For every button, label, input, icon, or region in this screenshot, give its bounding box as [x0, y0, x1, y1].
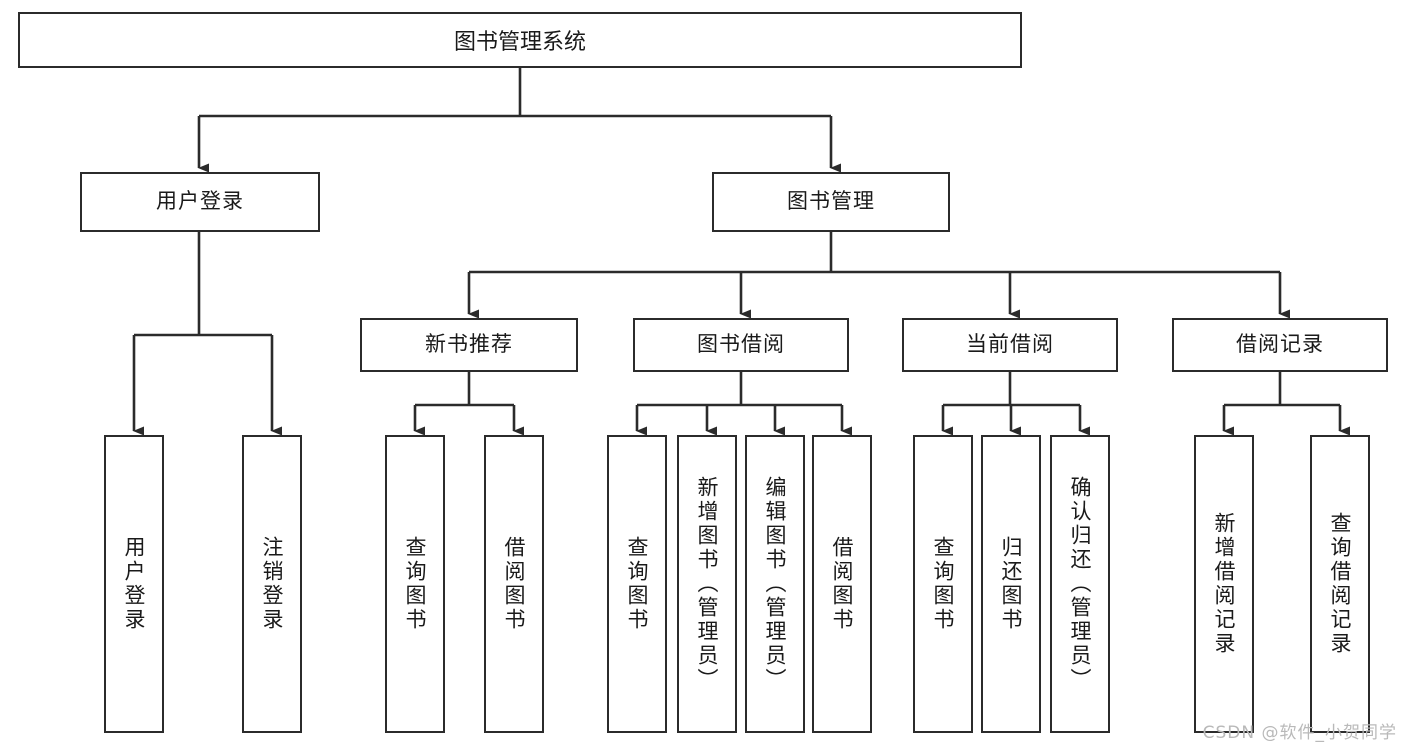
leaf-new-book-borrow[interactable]: 借阅图书 [484, 435, 544, 733]
node-new-book-recommend[interactable]: 新书推荐 [360, 318, 578, 372]
node-current-borrow-label: 当前借阅 [966, 332, 1054, 357]
leaf-label: 编辑图书（管理员） [763, 476, 788, 692]
leaf-label: 新增借阅记录 [1212, 512, 1237, 656]
node-user-login[interactable]: 用户登录 [80, 172, 320, 232]
leaf-label: 借阅图书 [502, 536, 527, 632]
node-book-management-label: 图书管理 [787, 189, 875, 214]
leaf-label: 查询借阅记录 [1328, 512, 1353, 656]
leaf-record-add-record[interactable]: 新增借阅记录 [1194, 435, 1254, 733]
leaf-borrow-edit-book-admin[interactable]: 编辑图书（管理员） [745, 435, 805, 733]
node-book-management[interactable]: 图书管理 [712, 172, 950, 232]
node-book-borrow-label: 图书借阅 [697, 332, 785, 357]
leaf-borrow-borrow-book[interactable]: 借阅图书 [812, 435, 872, 733]
leaf-label: 查询图书 [931, 536, 956, 632]
leaf-label: 查询图书 [403, 536, 428, 632]
leaf-new-book-query[interactable]: 查询图书 [385, 435, 445, 733]
leaf-current-query-book[interactable]: 查询图书 [913, 435, 973, 733]
leaf-label: 归还图书 [999, 536, 1024, 632]
leaf-current-return-book[interactable]: 归还图书 [981, 435, 1041, 733]
leaf-label: 查询图书 [625, 536, 650, 632]
leaf-borrow-add-book-admin[interactable]: 新增图书（管理员） [677, 435, 737, 733]
leaf-user-login-logout[interactable]: 注销登录 [242, 435, 302, 733]
node-book-borrow[interactable]: 图书借阅 [633, 318, 849, 372]
node-new-book-recommend-label: 新书推荐 [425, 332, 513, 357]
leaf-label: 确认归还（管理员） [1068, 476, 1093, 692]
leaf-current-confirm-return-admin[interactable]: 确认归还（管理员） [1050, 435, 1110, 733]
node-user-login-label: 用户登录 [156, 189, 244, 214]
node-borrow-record[interactable]: 借阅记录 [1172, 318, 1388, 372]
node-current-borrow[interactable]: 当前借阅 [902, 318, 1118, 372]
node-root[interactable]: 图书管理系统 [18, 12, 1022, 68]
leaf-label: 注销登录 [260, 536, 285, 632]
leaf-borrow-query-book[interactable]: 查询图书 [607, 435, 667, 733]
leaf-record-query-record[interactable]: 查询借阅记录 [1310, 435, 1370, 733]
node-root-label: 图书管理系统 [453, 30, 586, 55]
leaf-label: 用户登录 [122, 536, 147, 632]
leaf-label: 借阅图书 [830, 536, 855, 632]
leaf-user-login-login[interactable]: 用户登录 [104, 435, 164, 733]
node-borrow-record-label: 借阅记录 [1236, 332, 1324, 357]
leaf-label: 新增图书（管理员） [695, 476, 720, 692]
